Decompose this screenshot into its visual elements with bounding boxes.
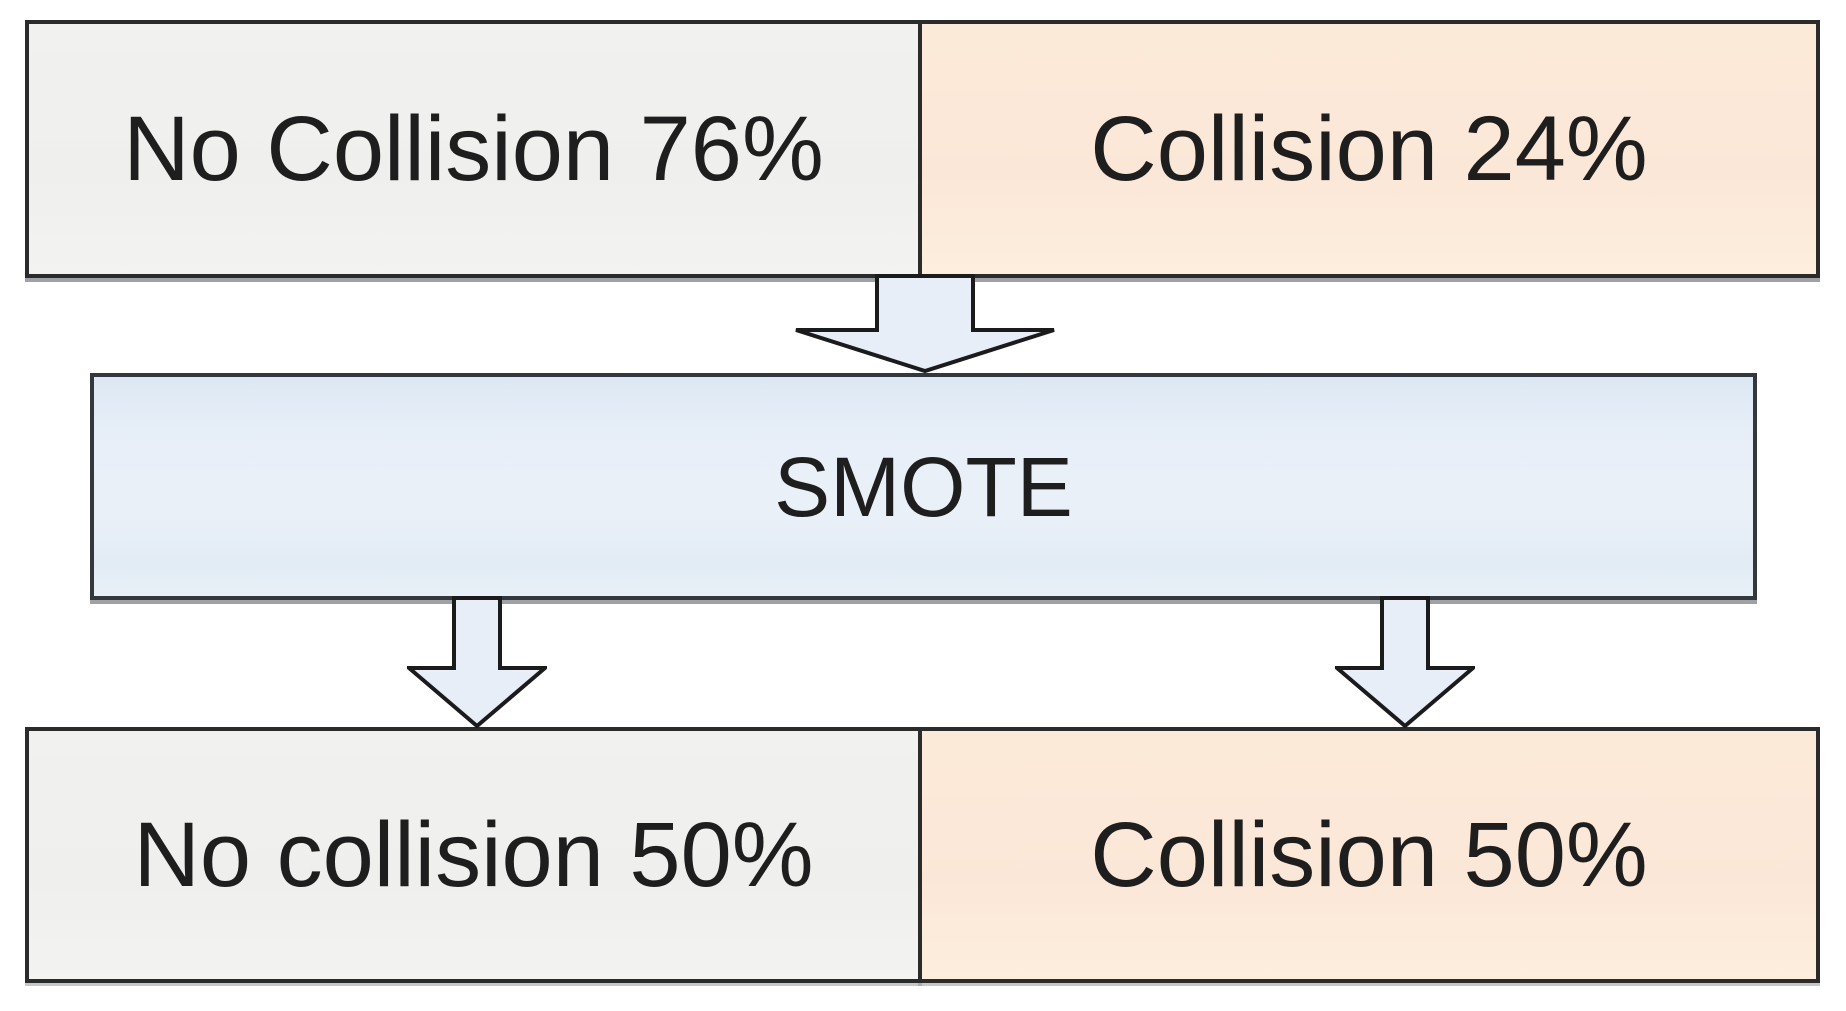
box-no-collision-after: No collision 50% <box>25 727 922 983</box>
box-no-collision-before: No Collision 76% <box>25 20 922 278</box>
box-collision-after: Collision 50% <box>918 727 1820 983</box>
box-smote: SMOTE <box>90 373 1757 600</box>
down-arrow-icon <box>407 596 547 729</box>
box-collision-before: Collision 24% <box>918 20 1820 278</box>
down-arrow-icon <box>1335 596 1475 729</box>
box-no-collision-after-label: No collision 50% <box>133 804 814 906</box>
box-no-collision-before-label: No Collision 76% <box>123 98 824 200</box>
down-arrow-shape <box>1335 596 1475 729</box>
box-collision-after-label: Collision 50% <box>1090 804 1648 906</box>
box-collision-before-label: Collision 24% <box>1090 98 1648 200</box>
box-smote-label: SMOTE <box>774 439 1073 534</box>
down-arrow-icon <box>794 274 1056 374</box>
down-arrow-shape <box>795 274 1055 374</box>
down-arrow-shape <box>407 596 547 729</box>
